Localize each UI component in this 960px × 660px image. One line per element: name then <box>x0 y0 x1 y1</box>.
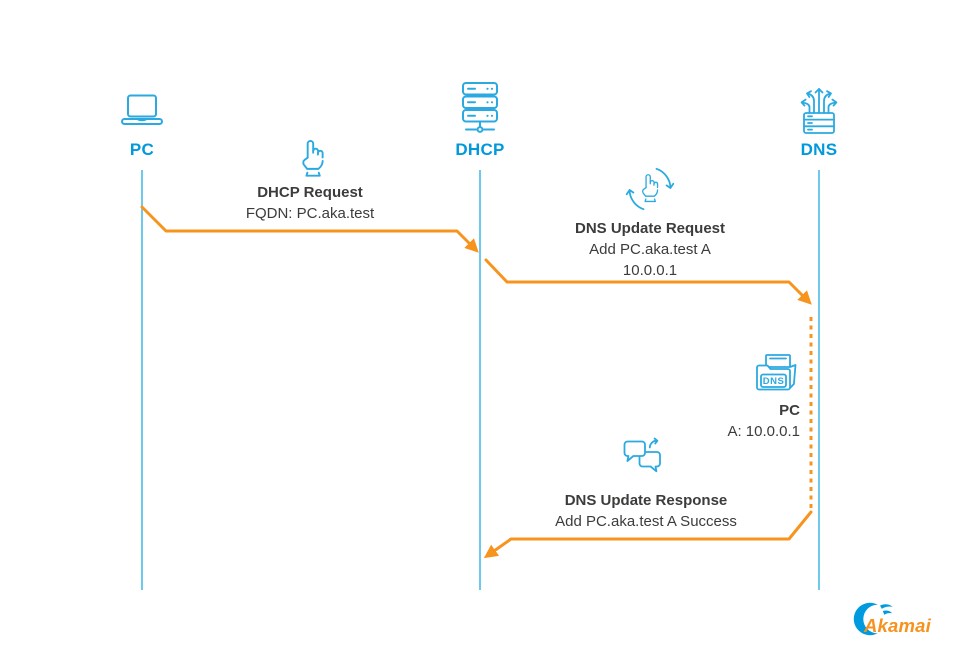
message-dns-update-request: DNS Update Request Add PC.aka.test A 10.… <box>500 218 800 281</box>
actor-dns: DNS <box>759 72 879 160</box>
message-dns-update-request-detail1: Add PC.aka.test A <box>589 241 711 258</box>
message-dhcp-request-detail: FQDN: PC.aka.test <box>245 205 375 222</box>
actor-dhcp-label: DHCP <box>455 140 505 159</box>
message-dhcp-request-title: DHCP Request <box>257 184 363 201</box>
akamai-swoosh-icon <box>853 602 893 636</box>
lifeline-pc <box>141 170 143 590</box>
chat-sync-icon <box>623 437 661 473</box>
hand-refresh-icon <box>625 167 675 211</box>
actor-pc-label: PC <box>129 140 155 159</box>
message-dns-record: PC A: 10.0.0.1 <box>660 400 800 442</box>
pointer-hand-icon <box>302 140 324 177</box>
message-dns-update-response: DNS Update Response Add PC.aka.test A Su… <box>496 490 796 532</box>
akamai-logo: Akamai <box>853 602 932 636</box>
message-dns-update-request-title: DNS Update Request <box>574 220 726 237</box>
dns-folder-label: DNS <box>763 376 785 387</box>
laptop-icon <box>121 94 163 125</box>
message-dns-update-request-detail2: 10.0.0.1 <box>622 262 678 279</box>
message-dns-record-title: PC <box>779 402 800 419</box>
dns-folder-icon: DNS <box>756 354 797 391</box>
dns-server-icon <box>800 88 838 134</box>
actor-dns-label: DNS <box>800 140 838 159</box>
message-dhcp-request: DHCP Request FQDN: PC.aka.test <box>160 182 460 224</box>
message-dns-update-response-detail: Add PC.aka.test A Success <box>555 513 737 530</box>
message-dns-record-detail: A: 10.0.0.1 <box>727 423 800 440</box>
message-dns-update-response-title: DNS Update Response <box>564 492 728 509</box>
server-icon <box>462 82 498 133</box>
actor-dhcp: DHCP <box>420 72 540 160</box>
actor-pc: PC <box>82 72 202 160</box>
akamai-logo-text: Akamai <box>863 615 932 636</box>
lifeline-dns <box>818 170 820 590</box>
lifeline-dhcp <box>479 170 481 590</box>
